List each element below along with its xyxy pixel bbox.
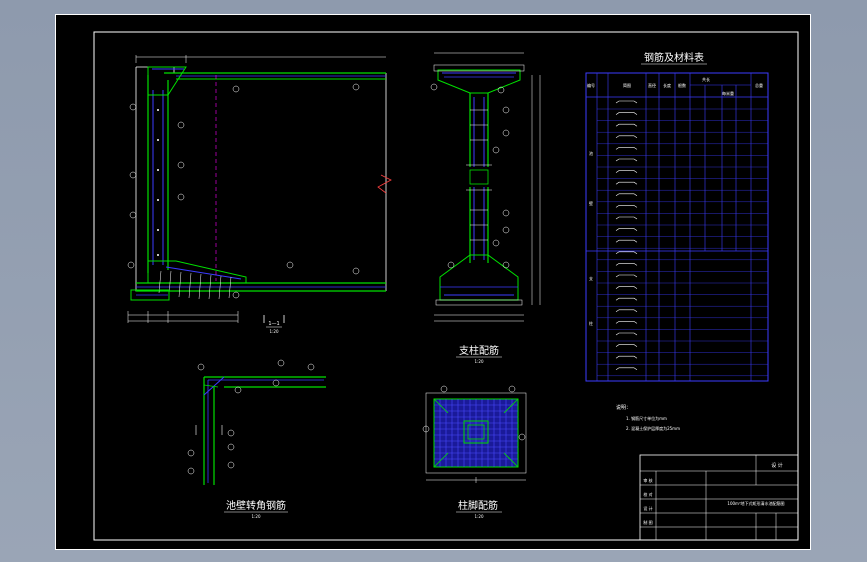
support-column-scale: 1:20 bbox=[475, 359, 484, 364]
drawing-sheet: 1—1 1:20 bbox=[55, 14, 811, 550]
support-column-title: 支柱配筋 bbox=[459, 344, 499, 357]
rebar-table-title: 钢筋及材料表 bbox=[644, 51, 704, 64]
table-header-sketch: 简图 bbox=[623, 82, 631, 88]
table-header-no: 编号 bbox=[587, 82, 595, 88]
cad-drawing: 1—1 1:20 bbox=[93, 31, 799, 541]
pool-wall-corner-view: 池壁转角钢筋 1:20 bbox=[187, 359, 326, 519]
rebar-table: 钢筋及材料表 bbox=[585, 51, 769, 382]
column-base-title: 柱脚配筋 bbox=[458, 499, 498, 512]
section-mark-label: 1—1 bbox=[268, 321, 279, 327]
rebar-sketch bbox=[615, 123, 638, 127]
rebar-sketch bbox=[615, 251, 638, 255]
section-mark-scale: 1:20 bbox=[270, 329, 279, 334]
title-block-row-design: 设 计 bbox=[643, 505, 652, 511]
rebar-sketch bbox=[615, 228, 638, 231]
notes-block: 说明： 1. 钢筋尺寸单位为mm 2. 混凝土保护层厚度为25mm bbox=[616, 404, 680, 431]
main-section-view bbox=[127, 55, 392, 323]
pool-wall-corner-scale: 1:20 bbox=[252, 514, 261, 519]
inner-frame bbox=[93, 31, 799, 541]
title-block-row-review: 审 核 bbox=[643, 477, 652, 483]
table-group-wall: 壁 bbox=[589, 200, 593, 206]
rebar-sketch bbox=[615, 367, 638, 371]
table-header-length: 长度 bbox=[663, 82, 671, 88]
rebar-sketch bbox=[615, 263, 638, 266]
rebar-sketch bbox=[615, 321, 638, 324]
rebar-sketch bbox=[615, 170, 638, 173]
table-header-total-weight: 总重 bbox=[755, 82, 763, 88]
title-block: 设 计 审 核 校 对 设 计 制 图 100m³地下式矩形清水池配筋图 bbox=[639, 454, 799, 541]
table-group-support: 支 bbox=[589, 275, 593, 281]
pool-wall-corner-title: 池壁转角钢筋 bbox=[226, 499, 286, 512]
rebar-sketch bbox=[615, 193, 638, 197]
notes-item-1: 1. 钢筋尺寸单位为mm bbox=[626, 415, 667, 421]
rebar-sketch bbox=[615, 239, 638, 243]
rebar-sketch bbox=[615, 181, 638, 185]
rebar-sketch bbox=[615, 355, 638, 359]
table-header-unit-weight: 每米重 bbox=[722, 90, 734, 96]
notes-item-2: 2. 混凝土保护层厚度为25mm bbox=[626, 425, 680, 431]
rebar-sketch bbox=[615, 112, 638, 115]
column-base-view: 柱脚配筋 1:20 bbox=[422, 385, 527, 519]
rebar-sketch bbox=[615, 344, 638, 347]
column-base-scale: 1:20 bbox=[475, 514, 484, 519]
rebar-sketch bbox=[615, 274, 638, 278]
rebar-sketch bbox=[615, 286, 638, 289]
title-block-drawing-name: 100m³地下式矩形清水池配筋图 bbox=[727, 500, 784, 506]
rebar-sketch bbox=[615, 332, 638, 336]
table-header-diameter: 直径 bbox=[648, 82, 656, 88]
rebar-sketch bbox=[615, 297, 638, 301]
rebar-sketch bbox=[615, 158, 638, 162]
support-column-view: 支柱配筋 1:20 bbox=[430, 52, 541, 364]
rebar-sketch bbox=[615, 135, 638, 139]
title-block-project: 设 计 bbox=[771, 462, 783, 469]
rebar-sketch bbox=[615, 147, 638, 150]
table-header-total-length: 共长 bbox=[702, 76, 710, 82]
title-block-row-check: 校 对 bbox=[643, 491, 652, 497]
section-mark: 1—1 1:20 bbox=[263, 315, 285, 334]
table-group-column: 柱 bbox=[589, 320, 593, 326]
rebar-sketch bbox=[615, 216, 638, 220]
notes-heading: 说明： bbox=[616, 404, 631, 411]
rebar-sketch bbox=[615, 309, 638, 313]
rebar-sketch bbox=[615, 100, 638, 104]
title-block-row-draw: 制 图 bbox=[643, 519, 652, 525]
rebar-sketch bbox=[615, 205, 638, 208]
table-group-pool: 池 bbox=[589, 150, 593, 156]
table-header-count: 根数 bbox=[678, 82, 686, 88]
